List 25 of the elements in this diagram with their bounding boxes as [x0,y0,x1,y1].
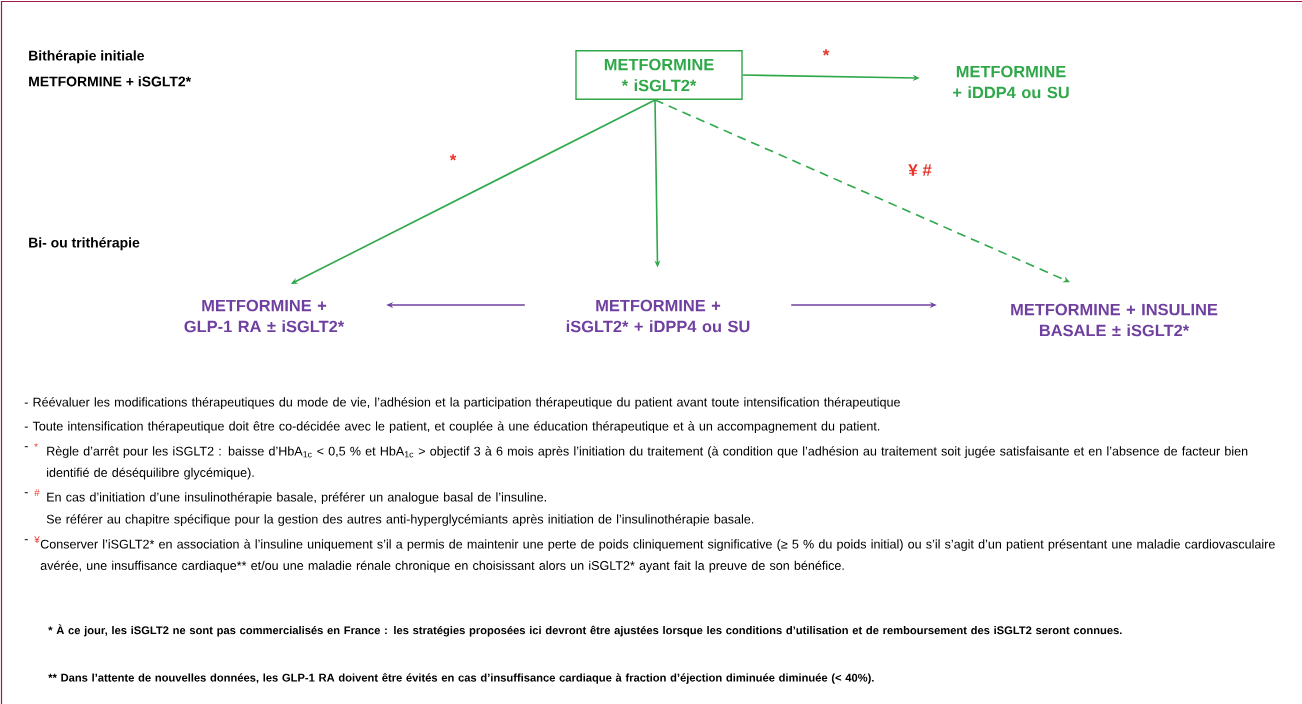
edge-label: ¥ # [907,163,933,177]
section-heading: METFORMINE + iSGLT2* [29,76,192,87]
treatment-text: METFORMINE + iDDP4 ou SU [953,65,1069,99]
footnote-text: ** Dans l’attente de nouvelles données, les GLP-1 RA doivent être évités en cas d’insuffisance cardiaque à fraction d’éjection diminuée diminuée (< 40%). [48,673,874,684]
edge-label: * [448,153,458,167]
note-text: - Toute intensification thérapeutique doit être co-décidée avec le patient, et couplée à une éducation thérapeutique et à un accompagnement du patient. [24,421,880,434]
bullet-dash: - [24,446,28,448]
section-heading: Bithérapie initiale [29,50,144,64]
note-text: En cas d’initiation d’une insulinothérapie basale, préférer un analogue basal de l’insuline. [47,492,546,505]
note-text: - Réévaluer les modifications thérapeutiques du mode de vie, l’adhésion et la participation thérapeutique du patient avant toute intensification thérapeutique [24,397,900,410]
note-text: Se référer au chapitre spécifique pour la gestion des autres anti-hyperglycémiants après initiation de l’insulinothérapie basale. [46,514,754,527]
treatment-text: METFORMINE + iSGLT2* + iDPP4 ou SU [566,299,750,333]
footnote-marker: ¥ [34,536,40,544]
bullet-dash: - [24,539,28,541]
note-text: Règle d’arrêt pour les iSGLT2 : baisse d’HbA$_{1c}$ < 0,5 % et HbA$_{1c}$ > objectif 3 à 6 mois après l’initiation du traitement (à condition que l’adhésion au traitement soit jugée satisfaisante et en l’absence de facteur bien identifié de déséquilibre glycémique). [47,446,1248,480]
footnote-text: * À ce jour, les iSGLT2 ne sont pas commercialisés en France : les stratégies proposées ici devront être ajustées lorsque les conditions d’utilisation et de remboursement des iSGLT2 seront connues. [48,624,1122,637]
bullet-dash: - [24,492,28,494]
section-heading: Bi- ou trithérapie [29,237,140,251]
treatment-text: METFORMINE + INSULINE BASALE ± iSGLT2* [1011,303,1218,337]
footnote-marker: # [34,489,40,496]
treatment-box: METFORMINE * iSGLT2* [575,50,743,100]
note-text: Conserver l’iSGLT2* en association à l’insuline uniquement s’il a permis de maintenir une perte de poids cliniquement significative (≥ 5 % du poids initial) ou s’il s’agit d’un patient présentant une maladie cardiovasculaire avérée, une insuffisance cardiaque** et/ou une maladie rénale chronique en choisissant alors un iSGLT2* ayant fait la preuve de son bénéfice. [40,539,1275,573]
treatment-text: METFORMINE + GLP-1 RA ± iSGLT2* [184,299,345,333]
edge-label: * [821,48,831,62]
footnote-marker: * [34,443,38,447]
